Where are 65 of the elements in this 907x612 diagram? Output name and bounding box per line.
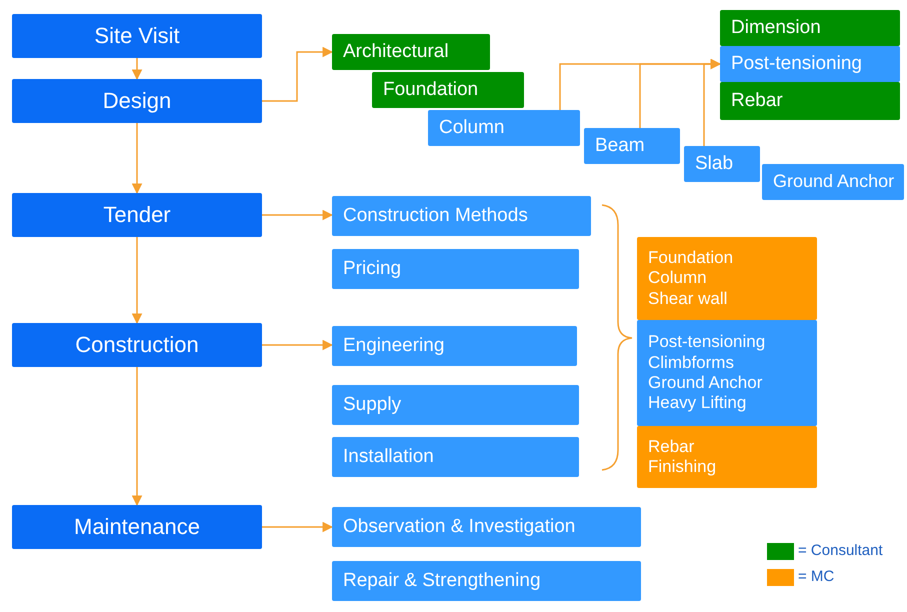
service-item: Rebar [648, 436, 694, 457]
stage-box [12, 505, 262, 549]
arrow [703, 58, 722, 146]
stage-label: Construction [75, 332, 199, 358]
task-box [332, 196, 591, 236]
task-label: Construction Methods [343, 204, 528, 228]
stage-label: Site Visit [94, 22, 180, 50]
service-item: Heavy Lifting [648, 393, 746, 414]
stage-box [12, 14, 262, 58]
task-box [332, 507, 641, 547]
arrow [262, 340, 334, 350]
service-item: Shear wall [648, 288, 728, 310]
service-panel [637, 320, 817, 426]
service-item: Post-tensioning [648, 332, 766, 353]
task-box [332, 249, 579, 289]
service-item: Climbforms [648, 352, 734, 373]
arrow [262, 522, 334, 532]
task-label: Installation [343, 446, 434, 468]
task-box [332, 561, 641, 601]
task-box [720, 46, 900, 82]
arrow [132, 58, 142, 80]
task-label: Rebar [731, 90, 783, 112]
task-label: Repair & Strengthening [343, 570, 541, 592]
task-box [720, 10, 900, 46]
task-label: Foundation [383, 78, 478, 102]
arrow [262, 210, 334, 220]
task-box [332, 385, 579, 425]
service-item: Column [648, 268, 707, 289]
task-box [332, 34, 490, 70]
task-box [584, 128, 680, 164]
stage-label: Tender [103, 202, 171, 228]
stage-box [12, 323, 262, 367]
arrow [132, 237, 142, 324]
service-panel [637, 237, 817, 320]
task-label: Post-tensioning [731, 52, 862, 76]
task-label: Engineering [343, 334, 444, 358]
task-box [684, 146, 760, 182]
task-box [332, 437, 579, 477]
task-label: Column [439, 116, 504, 140]
stage-label: Maintenance [74, 514, 200, 540]
task-label: Architectural [343, 40, 449, 64]
task-box [762, 164, 904, 200]
stage-label: Design [102, 88, 172, 114]
task-label: Ground Anchor [773, 171, 894, 193]
task-box [428, 110, 580, 146]
task-label: Slab [695, 152, 734, 176]
task-label: Dimension [731, 16, 821, 40]
task-label: Observation & Investigation [343, 516, 576, 538]
legend-label: = MC [798, 568, 834, 585]
legend-label: = Consultant [798, 542, 883, 559]
arrow [132, 123, 142, 194]
task-box [372, 72, 524, 108]
arrow [132, 367, 142, 506]
task-label: Supply [343, 394, 402, 416]
stage-box [12, 193, 262, 237]
service-item: Foundation [648, 248, 734, 268]
task-box [332, 326, 577, 366]
service-item: Ground Anchor [648, 373, 762, 394]
arrow [262, 46, 334, 102]
task-label: Beam [595, 134, 645, 158]
service-panel [637, 426, 817, 488]
service-item: Finishing [648, 457, 716, 478]
task-box [720, 82, 900, 120]
stage-box [12, 79, 262, 123]
task-label: Pricing [343, 258, 402, 280]
